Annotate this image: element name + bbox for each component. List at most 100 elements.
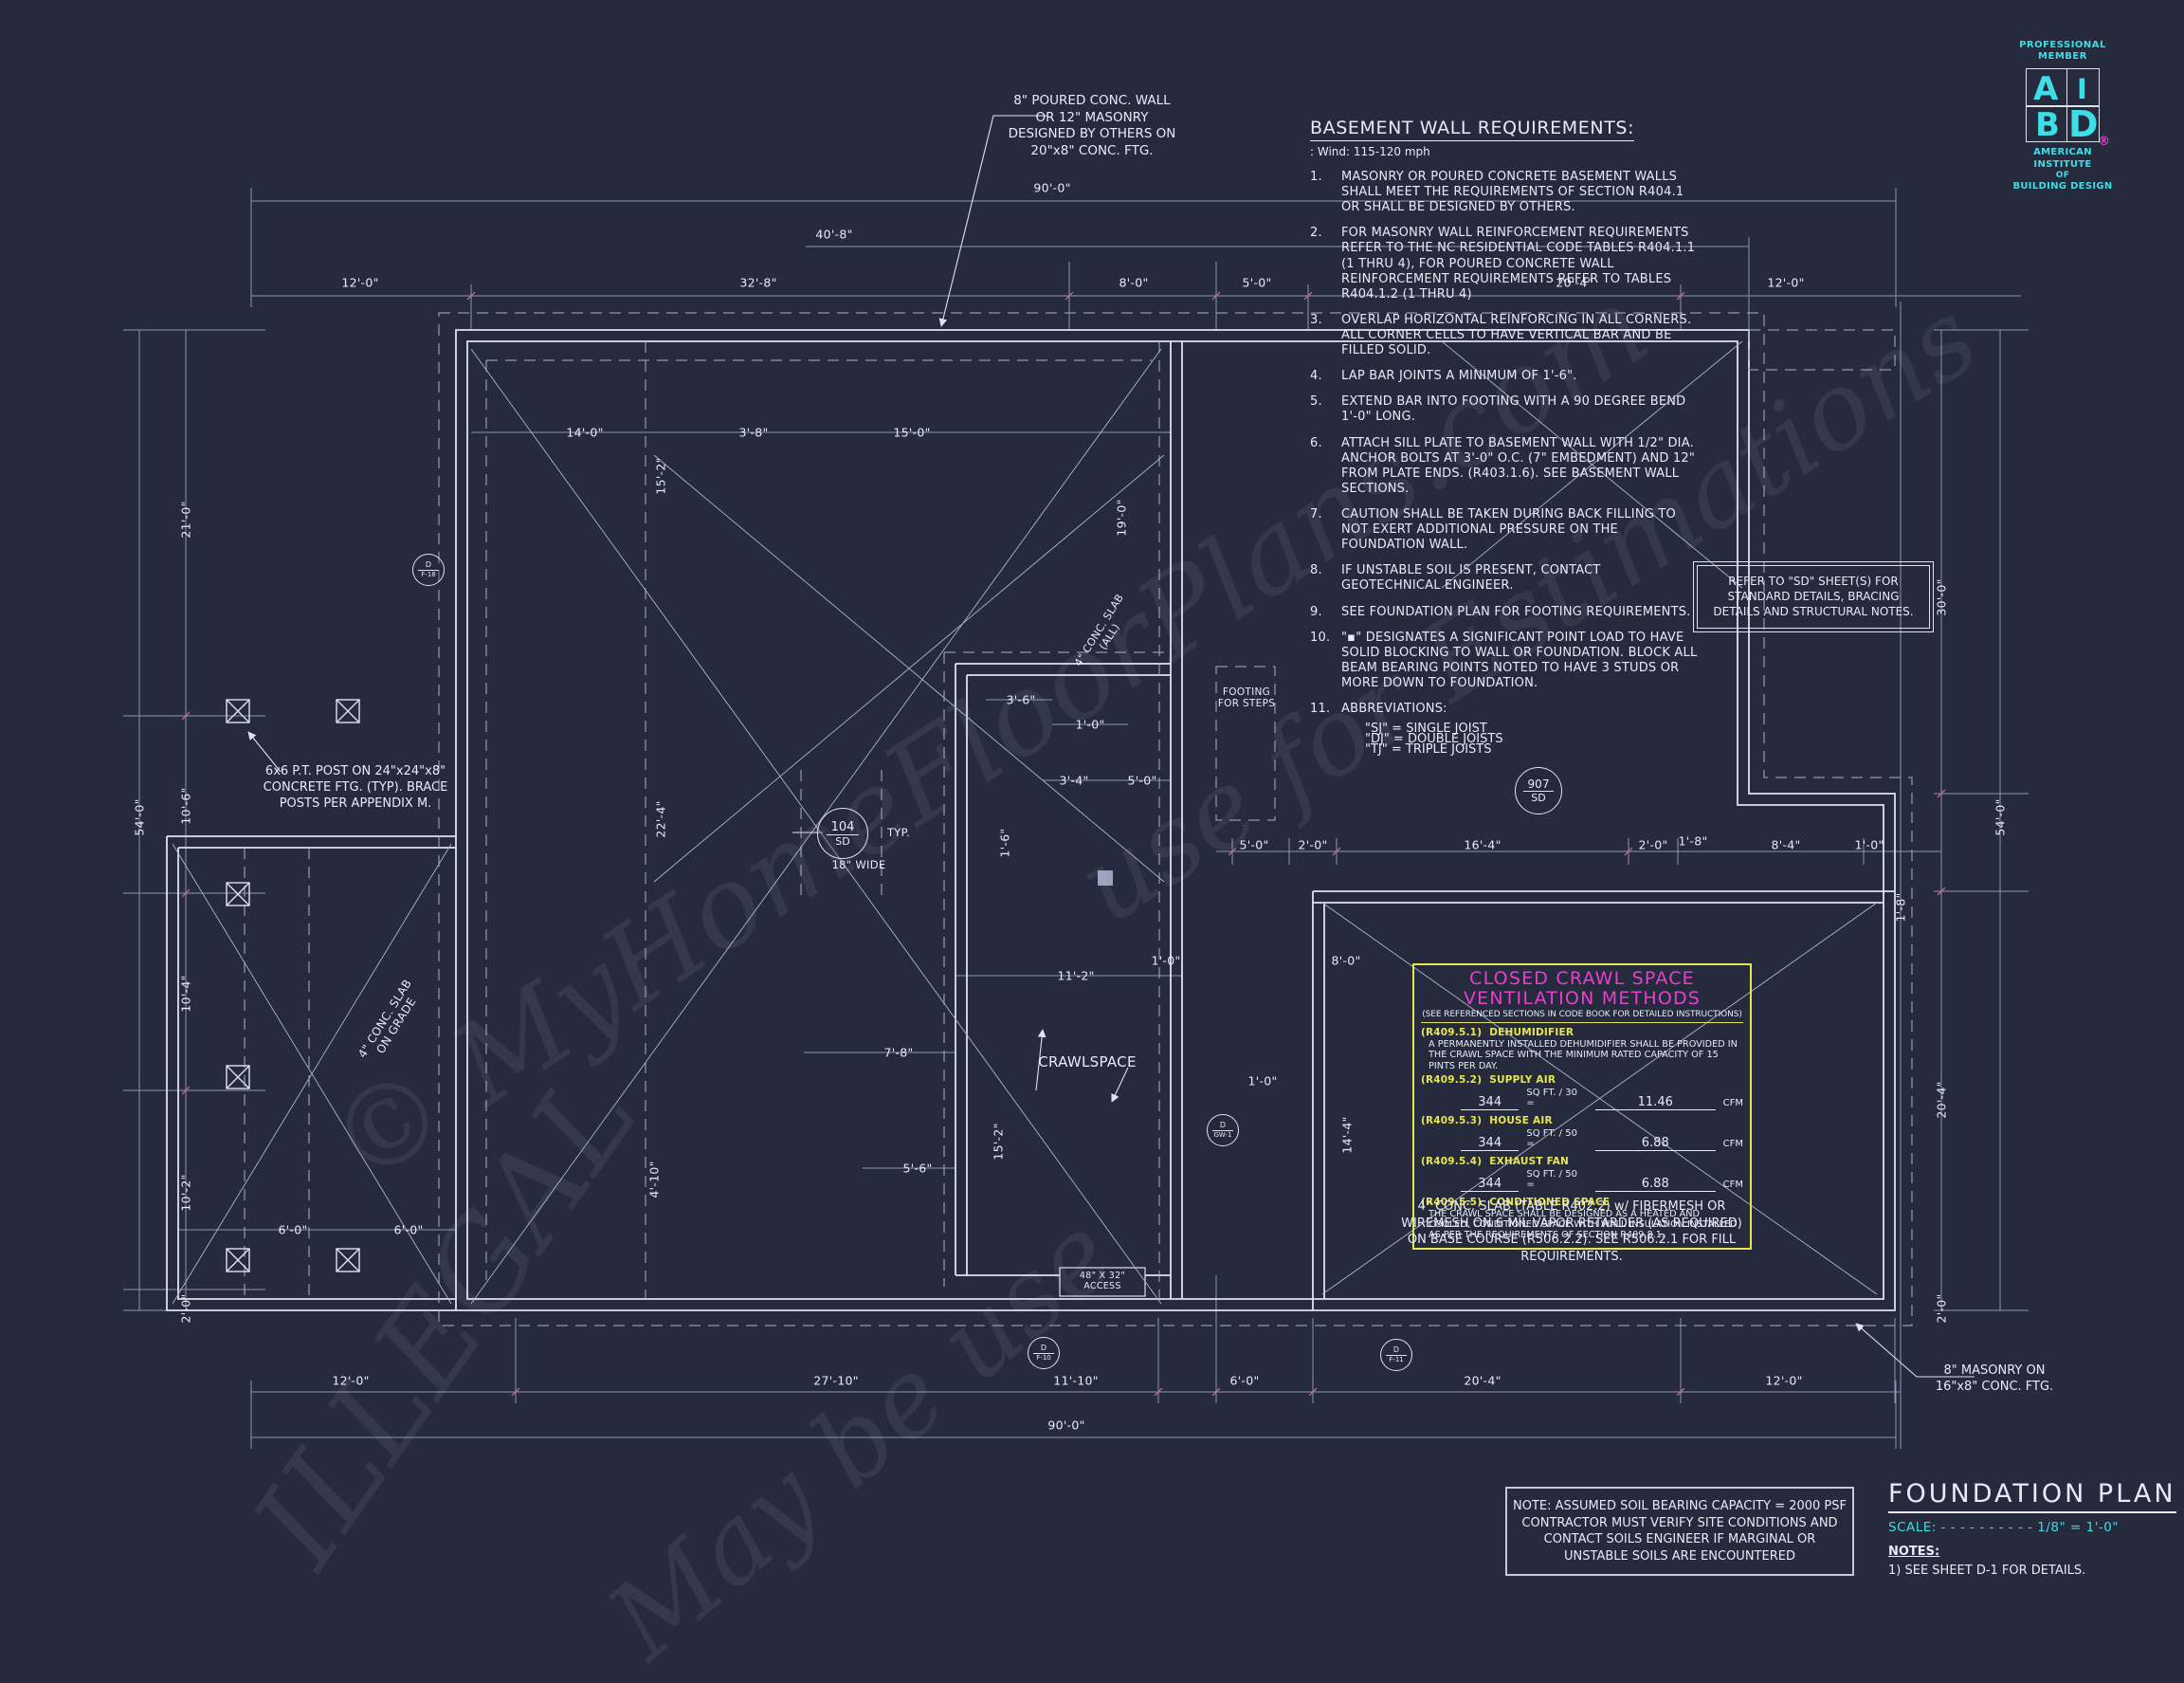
requirement-number: 11. xyxy=(1310,702,1331,717)
requirement-number: 8. xyxy=(1310,563,1322,578)
logo-letter-b: B xyxy=(2035,106,2060,144)
sheet-title: FOUNDATION PLAN xyxy=(1888,1479,2176,1513)
basement-wall-requirements: BASEMENT WALL REQUIREMENTS: : Wind: 115-… xyxy=(1310,118,1702,759)
dim-label: 1'-0" xyxy=(1151,953,1181,968)
requirement-text: MASONRY OR POURED CONCRETE BASEMENT WALL… xyxy=(1341,170,1684,215)
scale-label: SCALE: xyxy=(1888,1520,1937,1535)
scale-value: 1/8" = 1'-0" xyxy=(2037,1520,2120,1535)
requirement-item: 1. MASONRY OR POURED CONCRETE BASEMENT WA… xyxy=(1310,170,1702,215)
sd-reference-box: REFER TO "SD" SHEET(S) FOR STANDARD DETA… xyxy=(1693,561,1934,632)
marker-top-text: D xyxy=(1040,1344,1047,1352)
dim-label: 15'-0" xyxy=(893,425,931,440)
marker-bottom-text: F-11 xyxy=(1389,1356,1404,1363)
scale-dashes: - - - - - - - - - - xyxy=(1940,1520,2033,1535)
vent-section-desc: THE CRAWL SPACE SHALL BE DESIGNED AS A H… xyxy=(1429,1208,1738,1241)
dim-label: 3'-6" xyxy=(1006,692,1036,707)
marker-top-text: 104 xyxy=(830,819,855,834)
logo-org-line2: OF xyxy=(2055,171,2070,180)
dim-label: 5'-0" xyxy=(1242,275,1272,290)
vent-result-value: 6.88 xyxy=(1594,1136,1716,1151)
marker-bottom-text: F-10 xyxy=(1036,1354,1051,1362)
post-footings xyxy=(226,699,360,1272)
marker-bottom-text: SD xyxy=(835,834,850,848)
requirement-number: 5. xyxy=(1310,394,1322,410)
logo-letter-d: D xyxy=(2068,103,2099,145)
dim-label: 12'-0" xyxy=(1767,275,1805,290)
dim-label: 48" X 32" ACCESS xyxy=(1079,1271,1126,1291)
abbreviation-line: "DJ" = DOUBLE JOISTS xyxy=(1365,732,1503,747)
vent-unit: CFM xyxy=(1722,1097,1744,1108)
requirement-item: 10."▪" DESIGNATES A SIGNIFICANT POINT LO… xyxy=(1310,631,1702,691)
dim-label: 5'-0" xyxy=(1127,773,1157,788)
requirement-number: 1. xyxy=(1310,170,1322,184)
dim-label: 19'-0" xyxy=(1114,499,1129,537)
vent-area-value: 344 xyxy=(1461,1095,1520,1110)
notes-label: NOTES: xyxy=(1888,1545,1940,1559)
dim-label: 1'-0" xyxy=(1075,717,1105,732)
dim-label: 11'-10" xyxy=(1053,1373,1099,1388)
footing-dashed-lines xyxy=(244,312,1913,1326)
detail-marker: D F-10 xyxy=(1028,1337,1060,1369)
requirement-text: SEE FOUNDATION PLAN FOR FOOTING REQUIREM… xyxy=(1341,604,1691,619)
point-load-marker xyxy=(1098,870,1113,886)
vent-section-name: EXHAUST FAN xyxy=(1489,1155,1570,1167)
dim-label: 12'-0" xyxy=(332,1373,370,1388)
vent-section-code: (R409.5.3) xyxy=(1421,1114,1483,1126)
requirement-item: 5.EXTEND BAR INTO FOOTING WITH A 90 DEGR… xyxy=(1310,394,1702,425)
dim-label: 5'-0" xyxy=(1239,837,1269,852)
requirement-text: ABBREVIATIONS: xyxy=(1341,702,1447,717)
dim-label: 32'-8" xyxy=(739,275,777,290)
dim-label: 2'-0" xyxy=(1638,837,1668,852)
ventilation-methods-box: CLOSED CRAWL SPACE VENTILATION METHODS (… xyxy=(1412,963,1752,1250)
detail-marker: D F-18 xyxy=(412,554,445,586)
title-block: FOUNDATION PLAN SCALE: - - - - - - - - -… xyxy=(1888,1479,2182,1578)
note-1: 1) SEE SHEET D-1 FOR DETAILS. xyxy=(1888,1564,2086,1578)
masonry-callout: 8" MASONRY ON 16"x8" CONC. FTG. xyxy=(1935,1363,2054,1394)
requirement-item: 2.FOR MASONRY WALL REINFORCEMENT REQUIRE… xyxy=(1310,226,1702,302)
dim-label: 18" WIDE xyxy=(831,858,886,871)
dim-label: 30'-0" xyxy=(1934,578,1949,616)
dim-label: 14'-0" xyxy=(566,425,604,440)
vent-section-name: DEHUMIDIFIER xyxy=(1489,1027,1574,1039)
marker-top-text: D xyxy=(1219,1121,1227,1129)
requirement-text: CAUTION SHALL BE TAKEN DURING BACK FILLI… xyxy=(1341,506,1676,553)
dim-label: 1'-6" xyxy=(997,828,1012,858)
vent-formula-text: SQ FT. / 30 = xyxy=(1526,1087,1577,1108)
dim-label: 90'-0" xyxy=(1033,180,1071,195)
logo-org-line1: AMERICAN INSTITUTE xyxy=(2033,147,2092,170)
vent-formula-text: SQ FT. / 50 = xyxy=(1526,1127,1577,1149)
requirement-item: 9. SEE FOUNDATION PLAN FOR FOOTING REQUIR… xyxy=(1310,605,1702,620)
dim-label: 54'-0" xyxy=(1993,798,2008,836)
wind-note: : Wind: 115-120 mph xyxy=(1310,145,1430,158)
dim-label: 90'-0" xyxy=(1047,1418,1085,1433)
dim-label: 20'-4" xyxy=(1464,1373,1502,1388)
marker-bottom-text: F-18 xyxy=(421,571,436,578)
dim-label: 5'-6" xyxy=(902,1161,933,1176)
dimension-ticks xyxy=(181,291,1946,1397)
requirement-number: 9. xyxy=(1310,604,1322,619)
marker-bottom-text: SD xyxy=(1531,792,1546,804)
wall-callout: 8" POURED CONC. WALL OR 12" MASONRY DESI… xyxy=(1008,93,1176,158)
requirement-text: IF UNSTABLE SOIL IS PRESENT, CONTACT GEO… xyxy=(1341,563,1601,594)
dim-label: 1'-8" xyxy=(1678,833,1708,849)
vent-area-value: 344 xyxy=(1461,1177,1520,1192)
vent-section-desc: A PERMANENTLY INSTALLED DEHUMIDIFIER SHA… xyxy=(1429,1039,1738,1071)
requirement-item: 3.OVERLAP HORIZONTAL REINFORCING IN ALL … xyxy=(1310,313,1702,358)
marker-top-text: D xyxy=(425,560,432,569)
registered-mark: ® xyxy=(2098,135,2110,149)
vent-section-code: (R409.5.1) xyxy=(1421,1027,1483,1039)
vent-unit: CFM xyxy=(1722,1138,1744,1149)
requirement-text: LAP BAR JOINTS A MINIMUM OF 1'-6". xyxy=(1341,369,1577,384)
dim-label: 27'-10" xyxy=(813,1373,859,1388)
dim-label: TYP. xyxy=(886,826,911,839)
vent-section-code: (R409.5.5) xyxy=(1421,1196,1483,1208)
logo-letter-i: I xyxy=(2077,73,2087,105)
vent-section-header: (R409.5.2)SUPPLY AIR xyxy=(1421,1074,1743,1086)
post-callout: 6x6 P.T. POST ON 24"x24"x8" CONCRETE FTG… xyxy=(263,764,448,811)
